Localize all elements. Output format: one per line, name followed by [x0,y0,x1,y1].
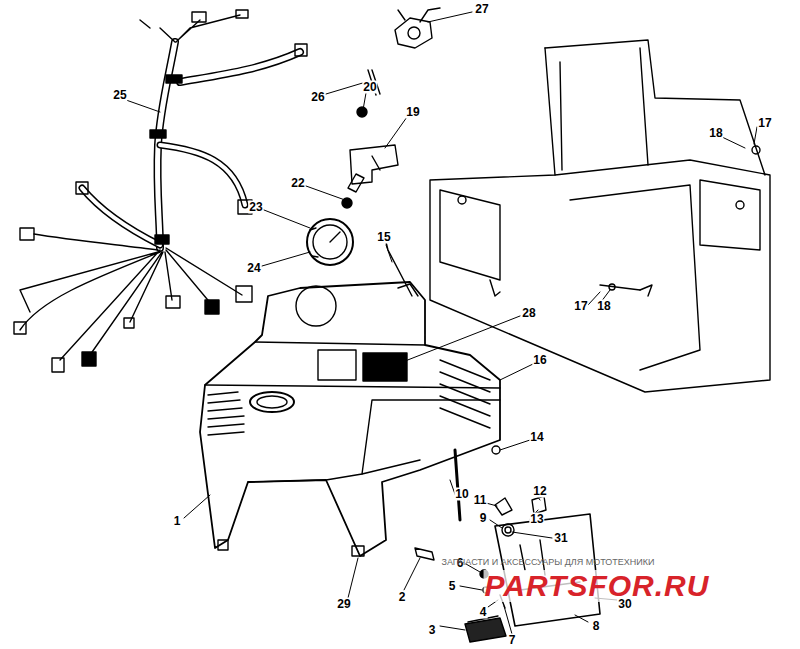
callout-number: 18 [596,300,611,313]
callout-number: 20 [362,81,377,94]
callout-number: 10 [454,488,469,501]
callout-number: 17 [757,117,772,130]
callout-number: 18 [708,127,723,140]
callout-number: 29 [336,598,351,611]
ignition-switch [368,8,440,95]
callout-number: 26 [310,91,325,104]
leader-lines [126,12,757,634]
callout-number: 31 [553,532,568,545]
callout-number: 19 [405,106,420,119]
callout-number: 5 [448,580,457,593]
callout-number: 28 [521,307,536,320]
callout-number: 11 [473,494,488,507]
callout-number: 16 [532,354,547,367]
callout-number: 2 [398,591,407,604]
callout-number: 17 [573,300,588,313]
taillight-plate [465,496,600,642]
callout-number: 23 [248,201,263,214]
callout-number: 14 [529,431,544,444]
callout-number: 1 [173,515,182,528]
wiring-harness [14,10,307,372]
callout-number: 12 [532,485,547,498]
watermark-text: ЗАПЧАСТИ И АКСЕССУАРЫ ДЛЯ МОТОТЕХНИКИ [441,556,656,569]
callout-number: 9 [479,512,488,525]
callout-number: 15 [376,231,391,244]
gauge-bracket [342,107,398,208]
callout-number: 30 [617,598,632,611]
watermark-logo: PARTSFOR.RU [484,570,711,602]
callout-number: 13 [529,513,544,526]
callout-number: 7 [508,634,517,647]
callout-number: 8 [592,620,601,633]
callout-number: 3 [428,624,437,637]
callout-number: 27 [474,2,489,15]
callout-number: 22 [290,177,305,190]
hood [200,238,500,560]
gauge [307,219,353,265]
chassis-frame [430,40,770,392]
callout-number: 25 [112,89,127,102]
callout-number: 24 [246,262,261,275]
callout-number: 4 [479,606,488,619]
